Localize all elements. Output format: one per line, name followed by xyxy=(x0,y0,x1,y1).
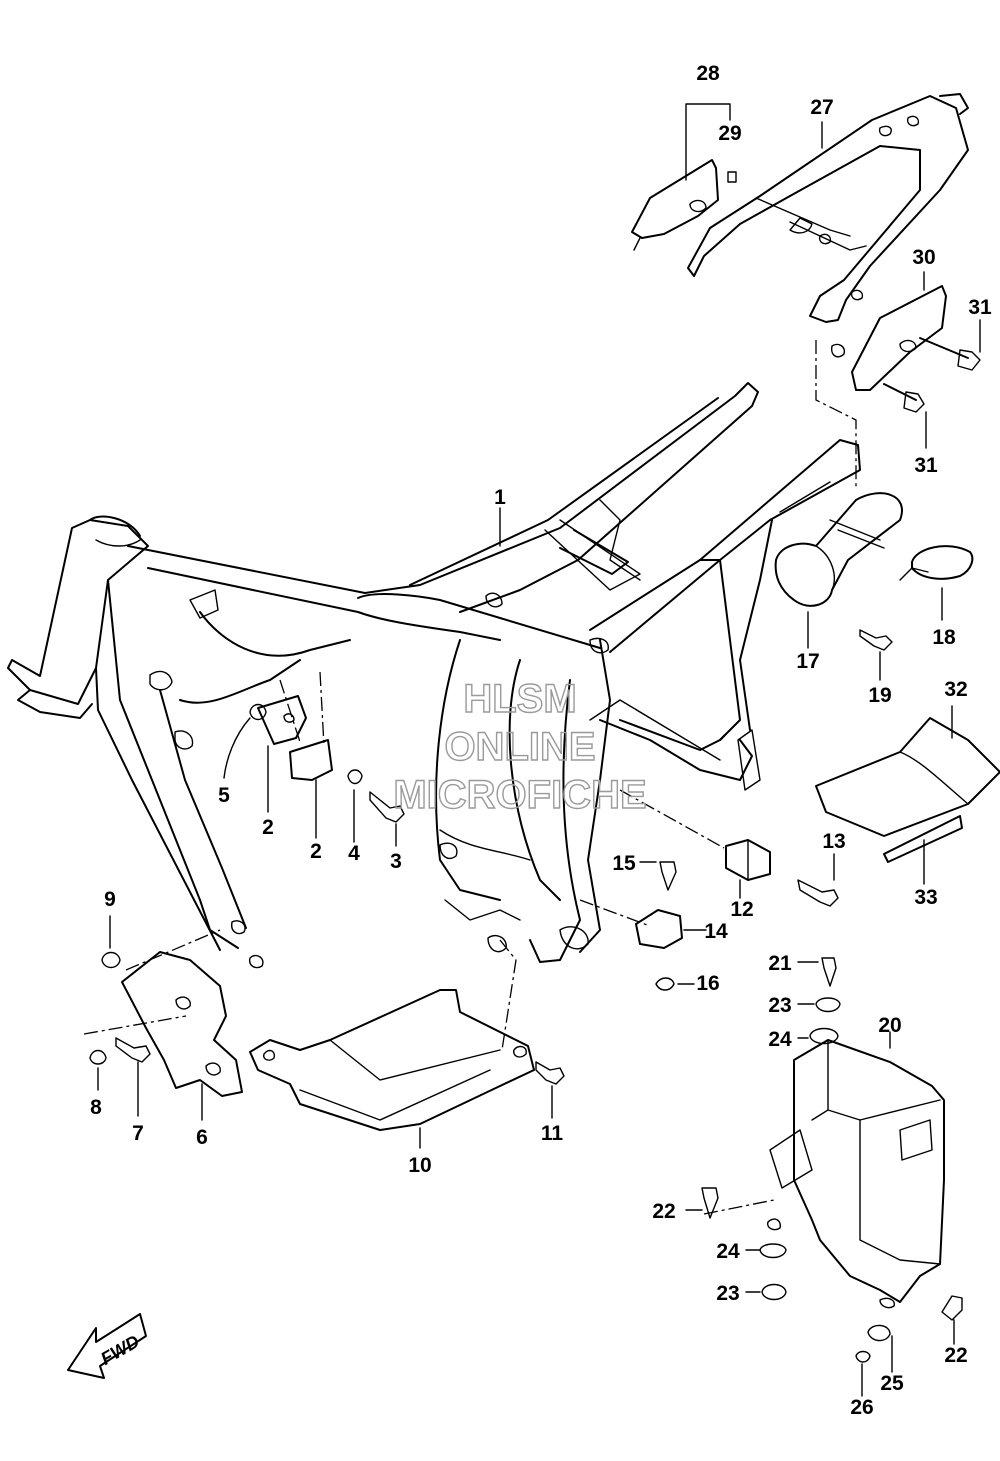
callout-13: 13 xyxy=(822,830,845,853)
rod-part-33 xyxy=(883,815,963,863)
callout-12: 12 xyxy=(730,898,753,921)
main-frame xyxy=(7,382,861,969)
callout-28: 28 xyxy=(696,62,720,85)
cushion-part-12 xyxy=(725,839,771,881)
watermark-line-3: MICROFICHE xyxy=(393,773,646,817)
callout-24a: 24 xyxy=(768,1028,792,1051)
bolt-part-21 xyxy=(821,957,837,987)
collar-part-26 xyxy=(855,1350,871,1363)
callout-29: 29 xyxy=(718,122,741,145)
callout-26: 26 xyxy=(850,1396,873,1419)
callout-23b: 23 xyxy=(716,1282,739,1305)
callout-22b: 22 xyxy=(944,1344,967,1367)
bolt-part-3 xyxy=(369,791,405,823)
callout-2b: 2 xyxy=(310,840,322,863)
bolt-part-15 xyxy=(659,861,677,891)
callout-4: 4 xyxy=(348,842,360,865)
washer-part-4 xyxy=(347,769,363,785)
callout-10: 10 xyxy=(408,1154,431,1177)
plate-part-28 xyxy=(631,159,737,251)
nut-part-9 xyxy=(101,951,121,969)
callout-27: 27 xyxy=(810,96,833,119)
cushion-part-25 xyxy=(867,1324,891,1342)
callout-numbers: 1 2 2 3 4 5 6 7 8 9 10 11 12 13 14 15 16… xyxy=(90,62,992,1419)
callout-25: 25 xyxy=(880,1372,904,1395)
callout-15: 15 xyxy=(612,852,636,875)
forward-direction-arrow: FWD xyxy=(67,1313,147,1379)
lower-cradle-part-10 xyxy=(249,989,535,1131)
callout-24b: 24 xyxy=(716,1240,740,1263)
leader-lines xyxy=(97,103,981,1397)
tool-case-part-17 xyxy=(774,492,903,607)
callout-1: 1 xyxy=(494,486,506,509)
grommet-part-23-top xyxy=(815,997,841,1013)
bolt-part-11 xyxy=(535,1061,565,1085)
band-part-18 xyxy=(899,545,974,581)
watermark: HLSM ONLINE MICROFICHE xyxy=(393,676,648,817)
callout-30: 30 xyxy=(912,246,935,269)
grommet-part-24-top xyxy=(809,1027,839,1045)
callout-3: 3 xyxy=(390,850,402,873)
callout-6: 6 xyxy=(196,1126,208,1149)
callout-22a: 22 xyxy=(652,1200,675,1223)
callout-31b: 31 xyxy=(914,454,938,477)
engine-bracket-part-6 xyxy=(121,951,243,1097)
bolt-part-7 xyxy=(115,1037,151,1063)
watermark-line-1: HLSM xyxy=(463,677,576,721)
bolt-part-22-right xyxy=(941,1295,963,1321)
callout-2a: 2 xyxy=(262,816,274,839)
rear-frame-part-27 xyxy=(687,93,969,323)
callout-16: 16 xyxy=(696,972,719,995)
collar-part-5 xyxy=(249,703,267,721)
cushion-part-14 xyxy=(635,909,683,949)
callout-9: 9 xyxy=(104,888,116,911)
side-plate-part-30 xyxy=(830,285,981,413)
nut-part-16 xyxy=(655,977,675,991)
bolt-part-13 xyxy=(797,879,839,907)
callout-19: 19 xyxy=(868,684,891,707)
callout-32: 32 xyxy=(944,678,967,701)
callout-21: 21 xyxy=(768,952,792,975)
bolt-part-19 xyxy=(859,629,893,651)
callout-17: 17 xyxy=(796,650,819,673)
washer-part-8 xyxy=(89,1049,107,1065)
callout-20: 20 xyxy=(878,1014,901,1037)
watermark-line-2: ONLINE xyxy=(444,725,595,769)
callout-18: 18 xyxy=(932,626,956,649)
callout-31a: 31 xyxy=(968,296,992,319)
dashed-alignment-lines xyxy=(83,340,857,1215)
callout-11: 11 xyxy=(541,1122,564,1145)
callout-33: 33 xyxy=(914,886,937,909)
battery-box-part-20 xyxy=(767,1039,945,1309)
callout-7: 7 xyxy=(132,1122,144,1145)
bracket-part-2 xyxy=(257,695,333,781)
cover-part-32 xyxy=(815,717,1000,837)
callout-8: 8 xyxy=(90,1096,102,1119)
grommet-part-23-bottom xyxy=(761,1283,787,1301)
callout-23a: 23 xyxy=(768,994,791,1017)
callout-5: 5 xyxy=(218,784,230,807)
bolt-part-22-left xyxy=(701,1187,719,1219)
callout-14: 14 xyxy=(704,920,728,943)
grommet-part-24-bottom xyxy=(759,1243,787,1259)
